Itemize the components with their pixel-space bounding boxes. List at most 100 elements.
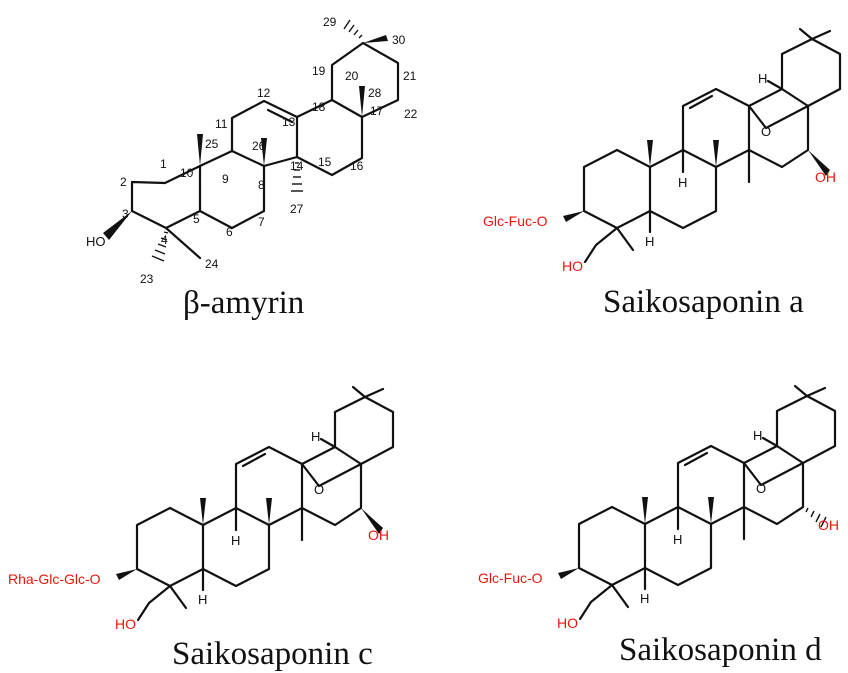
svg-text:9: 9	[222, 172, 229, 186]
ring-b	[643, 505, 713, 587]
svg-text:13: 13	[282, 115, 296, 129]
methyl-c4	[615, 226, 635, 252]
ring-c	[230, 99, 299, 168]
hashed-oh-16	[805, 507, 827, 528]
ring-c	[681, 87, 751, 169]
wedge-methyl-28	[359, 86, 365, 117]
gem-methyl-20a	[793, 384, 809, 398]
saikosaponin-d-name: Saikosaponin d	[619, 632, 822, 668]
ring-e	[333, 395, 395, 466]
methyl-24	[164, 226, 202, 260]
wedge-methyl	[713, 140, 719, 167]
h-18-bond	[761, 436, 779, 448]
hashed-methyl-29	[343, 19, 363, 39]
hydroxymethyl-bond	[136, 584, 172, 622]
o-bridge-label: O	[314, 482, 324, 497]
saikosaponin-d-sugar: Glc-Fuc-O	[478, 570, 543, 586]
svg-text:7: 7	[258, 215, 265, 229]
svg-text:19: 19	[312, 64, 326, 78]
h-18-bond	[319, 437, 337, 449]
hydroxymethyl-bond	[578, 583, 614, 621]
h-label-5: H	[198, 592, 207, 607]
h-label-5: H	[645, 234, 654, 249]
svg-text:10: 10	[180, 166, 194, 180]
svg-text:2: 2	[120, 175, 127, 189]
saikosaponin-c-sugar: Rha-Glc-Glc-O	[8, 571, 101, 587]
wedge-oh-16	[808, 150, 830, 176]
svg-text:16: 16	[350, 159, 364, 173]
wedge-o-3	[563, 211, 584, 222]
svg-text:24: 24	[205, 257, 219, 271]
ring-e	[775, 394, 837, 465]
beta-amyrin-name: β-amyrin	[183, 285, 304, 321]
svg-text:25: 25	[205, 137, 219, 151]
wedge-ho	[103, 211, 132, 240]
h-18-bond	[766, 79, 784, 91]
gem-methyl-20b	[805, 386, 827, 398]
hashed-methyl-27	[291, 162, 303, 192]
ring-d	[742, 444, 805, 526]
saikosaponin-a-structure: H H H O OH Glc-Fuc-O HO Saikosaponin a	[483, 27, 842, 320]
saikosaponin-a-name: Saikosaponin a	[603, 284, 804, 320]
wedge-oh-16	[361, 508, 383, 534]
ring-b	[198, 149, 266, 230]
o-bridge-label: O	[761, 124, 771, 139]
gem-methyl-20a	[351, 385, 367, 399]
wedge-methyl	[200, 498, 206, 525]
svg-text:4: 4	[161, 233, 168, 247]
h-label-9: H	[678, 175, 687, 190]
h-label-9: H	[673, 532, 682, 547]
ether-bridge	[747, 104, 810, 130]
svg-text:17: 17	[370, 104, 384, 118]
ring-a	[577, 505, 647, 587]
methyl-c4	[168, 584, 188, 610]
svg-text:26: 26	[252, 139, 266, 153]
ring-c	[676, 444, 746, 526]
h-label-18: H	[758, 71, 767, 86]
svg-text:8: 8	[258, 178, 265, 192]
gem-methyl-20a	[798, 27, 814, 41]
saikosaponin-c-structure: H H H O OH Rha-Glc-Glc-O HO Saikosaponin…	[8, 385, 395, 672]
ether-bridge	[742, 461, 805, 487]
beta-amyrin-structure: 1 2 3 4 5 6 7 8 9 10 11 12 13 14 15 16 1…	[86, 15, 418, 321]
double-bond-11-12	[688, 94, 714, 110]
saikosaponin-d-hydroxyl: OH	[818, 517, 839, 533]
wedge-o-3	[116, 569, 137, 580]
saikosaponin-a-hydroxyl: OH	[815, 169, 836, 185]
wedge-o-3	[558, 568, 579, 579]
svg-text:1: 1	[160, 157, 167, 171]
svg-text:6: 6	[226, 225, 233, 239]
saikosaponin-c-name: Saikosaponin c	[172, 636, 373, 672]
svg-text:15: 15	[318, 155, 332, 169]
gem-methyl-20b	[810, 29, 832, 41]
wedge-methyl	[647, 140, 653, 167]
saikosaponin-d-structure: H H H O OH Glc-Fuc-O HO Saikosaponin d	[478, 384, 839, 668]
ring-e	[780, 37, 842, 108]
svg-text:23: 23	[140, 272, 154, 286]
ring-a	[582, 148, 652, 230]
methyl-c4	[610, 583, 630, 609]
ring-c	[234, 445, 304, 527]
svg-text:27: 27	[290, 202, 304, 216]
svg-text:30: 30	[392, 33, 406, 47]
svg-text:11: 11	[215, 117, 228, 131]
ring-d	[747, 87, 810, 169]
double-bond-11-12	[683, 451, 709, 467]
svg-text:18: 18	[312, 100, 326, 114]
ring-b	[201, 506, 271, 588]
svg-text:29: 29	[323, 15, 337, 29]
h-label-9: H	[231, 533, 240, 548]
ring-a	[135, 506, 205, 588]
svg-text:5: 5	[193, 212, 200, 226]
svg-text:3: 3	[122, 207, 129, 221]
double-bond-11-12	[241, 452, 267, 468]
wedge-methyl	[708, 497, 714, 524]
ring-e	[330, 41, 400, 119]
saikosaponin-c-hydroxymethyl: HO	[115, 616, 136, 632]
h-label-5: H	[640, 591, 649, 606]
svg-text:21: 21	[403, 69, 417, 83]
amyrin-hydroxyl-label: HO	[86, 234, 106, 249]
o-bridge-label: O	[756, 481, 766, 496]
ring-d	[300, 445, 363, 527]
